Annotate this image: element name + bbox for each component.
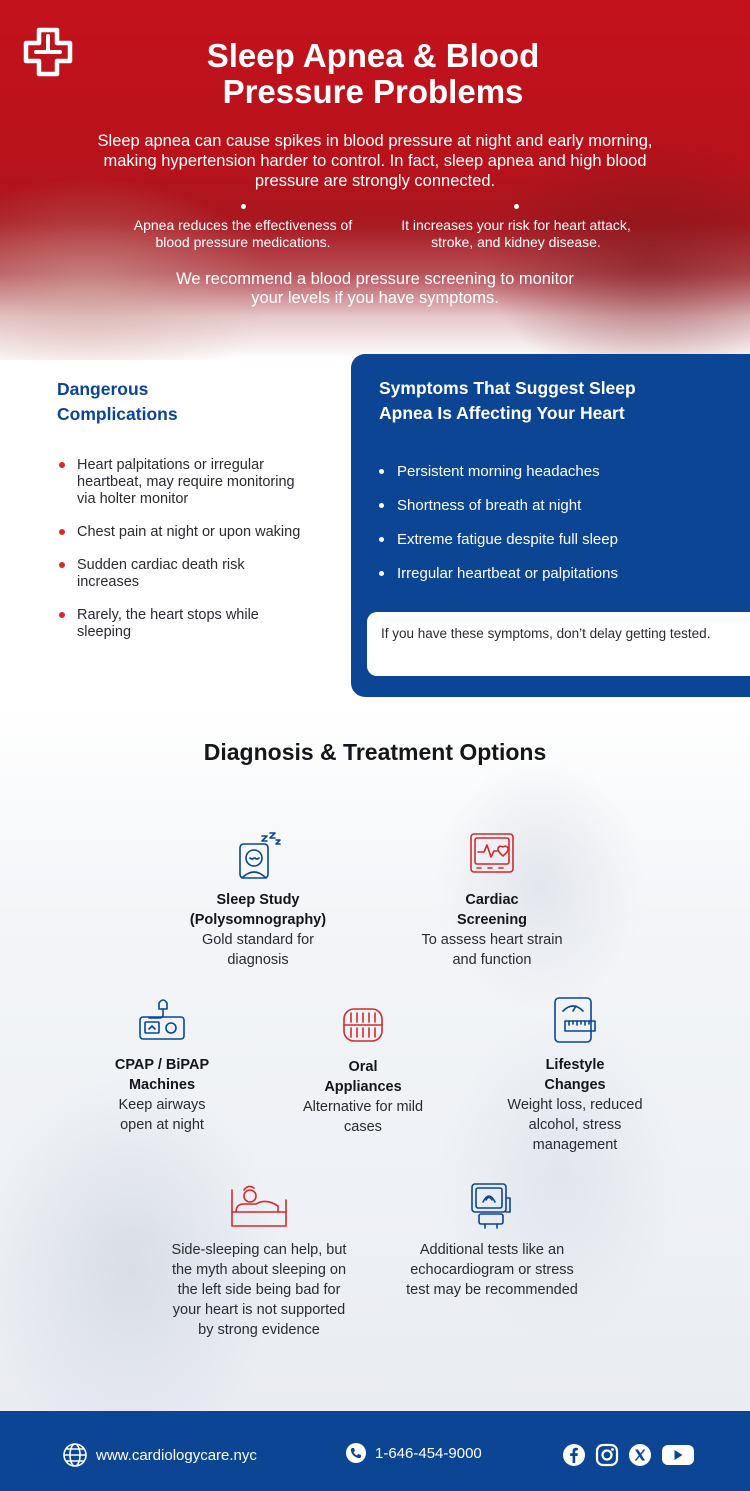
treatment-name: Lifestyle: [545, 1057, 605, 1073]
website-link[interactable]: www.cardiologycare.nyc: [62, 1442, 257, 1468]
bullet-dot-icon: [379, 503, 384, 508]
list-item: Rarely, the heart stops while sleeping: [57, 607, 307, 641]
phone-text: 1-646-454-9000: [375, 1444, 482, 1462]
list-item: Sudden cardiac death risk increases: [57, 557, 307, 591]
treatment-cpap: CPAP / BiPAP Machines Keep airways open …: [82, 995, 242, 1135]
treatment-name: Oral: [348, 1059, 378, 1075]
facebook-icon[interactable]: [562, 1443, 586, 1472]
complications-list: Heart palpitations or irregular heartbea…: [57, 457, 307, 641]
complications-heading: Dangerous Complications: [57, 379, 178, 424]
list-item: Heart palpitations or irregular heartbea…: [57, 457, 307, 508]
symptoms-note: If you have these symptoms, don’t delay …: [367, 612, 750, 676]
treatment-sleep-study: Sleep Study (Polysomnography) Gold stand…: [178, 830, 338, 970]
note-text: Side-sleeping can help, but the myth abo…: [171, 1242, 347, 1338]
treatment-description: Weight loss, reduced alcohol, stress man…: [507, 1097, 643, 1153]
hero-banner: Sleep Apnea & Blood Pressure Problems Sl…: [0, 0, 750, 360]
list-item-text: Sudden cardiac death risk increases: [77, 557, 245, 590]
footer: www.cardiologycare.nyc 1-646-454-9000: [0, 1411, 750, 1491]
youtube-icon[interactable]: [661, 1443, 695, 1472]
list-item-text: Rarely, the heart stops while sleeping: [77, 607, 259, 640]
treatment-description: Alternative for mild cases: [302, 1099, 424, 1135]
hero-bullet: It increases your risk for heart attack,…: [391, 204, 641, 251]
hero-bullet-text: It increases your risk for heart attack,…: [401, 217, 631, 250]
phone-icon: [346, 1443, 366, 1463]
list-item: Chest pain at night or upon waking: [57, 524, 307, 541]
treatment-description: To assess heart strain and function: [421, 932, 563, 968]
bullet-dot-icon: [59, 462, 65, 468]
bullet-dot-icon: [379, 469, 384, 474]
scale-tape-icon: [554, 997, 596, 1043]
list-item-text: Persistent morning headaches: [397, 463, 600, 480]
bullet-dot-icon: [59, 562, 65, 568]
cpap-machine-icon: [139, 999, 185, 1040]
list-item-text: Heart palpitations or irregular heartbea…: [77, 457, 295, 507]
list-item: Extreme fatigue despite full sleep: [379, 531, 618, 549]
social-links: [562, 1443, 695, 1472]
list-item-text: Shortness of breath at night: [397, 497, 582, 514]
symptoms-panel: Symptoms That Suggest Sleep Apnea Is Aff…: [351, 354, 750, 697]
treatment-name: Screening: [456, 912, 528, 928]
treatment-name: CPAP / BiPAP: [114, 1057, 210, 1073]
globe-icon: [63, 1443, 87, 1467]
treatment-lifestyle: Lifestyle Changes Weight loss, reduced a…: [490, 995, 660, 1155]
bullet-dot-icon: [379, 537, 384, 542]
additional-tests-note: Additional tests like an echocardiogram …: [402, 1180, 582, 1300]
logo-icon: [23, 27, 73, 77]
list-item-text: Irregular heartbeat or palpitations: [397, 565, 618, 582]
list-item: Shortness of breath at night: [379, 497, 618, 515]
complications-section: Dangerous Complications Heart palpitatio…: [57, 377, 307, 657]
hero-bullet-text: Apnea reduces the effectiveness of blood…: [133, 217, 353, 250]
list-item: Irregular heartbeat or palpitations: [379, 565, 618, 583]
treatment-cardiac-screening: Cardiac Screening To assess heart strain…: [412, 830, 572, 970]
bullet-dot-icon: [59, 529, 65, 535]
bullet-dot-icon: [513, 204, 519, 209]
symptoms-list: Persistent morning headaches Shortness o…: [379, 463, 618, 599]
symptoms-heading: Symptoms That Suggest Sleep Apnea Is Aff…: [379, 378, 636, 423]
treatment-name: (Polysomnography): [189, 912, 327, 928]
list-item-text: Chest pain at night or upon waking: [77, 524, 301, 540]
hero-intro-text: Sleep apnea can cause spikes in blood pr…: [97, 132, 653, 190]
treatment-description: Keep airways open at night: [118, 1097, 206, 1133]
treatment-name: Changes: [544, 1077, 606, 1093]
list-item: Persistent morning headaches: [379, 463, 618, 481]
side-sleeping-icon: [231, 1185, 287, 1227]
list-item-text: Extreme fatigue despite full sleep: [397, 531, 618, 548]
treatment-name: Sleep Study: [216, 892, 300, 908]
bullet-dot-icon: [240, 204, 246, 209]
hero-recommendation: We recommend a blood pressure screening …: [176, 270, 574, 307]
diagnosis-heading: Diagnosis & Treatment Options: [203, 739, 547, 765]
dental-appliance-icon: [343, 1008, 383, 1042]
page-title: Sleep Apnea & Blood Pressure Problems: [206, 37, 540, 110]
instagram-icon[interactable]: [595, 1443, 619, 1472]
note-text: Additional tests like an echocardiogram …: [406, 1242, 578, 1298]
heart-monitor-icon: [470, 833, 514, 873]
treatment-name: Machines: [128, 1077, 196, 1093]
treatment-name: Cardiac: [465, 892, 519, 908]
sleeping-person-icon: [239, 832, 281, 879]
hero-bullet: Apnea reduces the effectiveness of blood…: [118, 204, 368, 251]
diagnosis-background: [0, 705, 750, 1411]
treatment-description: Gold standard for diagnosis: [201, 932, 315, 968]
website-text: www.cardiologycare.nyc: [96, 1446, 257, 1464]
x-icon[interactable]: [628, 1443, 652, 1472]
bullet-dot-icon: [379, 571, 384, 576]
treatment-name: Appliances: [324, 1079, 402, 1095]
treatment-oral-appliances: Oral Appliances Alternative for mild cas…: [283, 1005, 443, 1137]
phone-link[interactable]: 1-646-454-9000: [345, 1442, 482, 1464]
bullet-dot-icon: [59, 612, 65, 618]
echocardiogram-icon: [471, 1183, 511, 1229]
side-sleeping-note: Side-sleeping can help, but the myth abo…: [168, 1180, 350, 1340]
